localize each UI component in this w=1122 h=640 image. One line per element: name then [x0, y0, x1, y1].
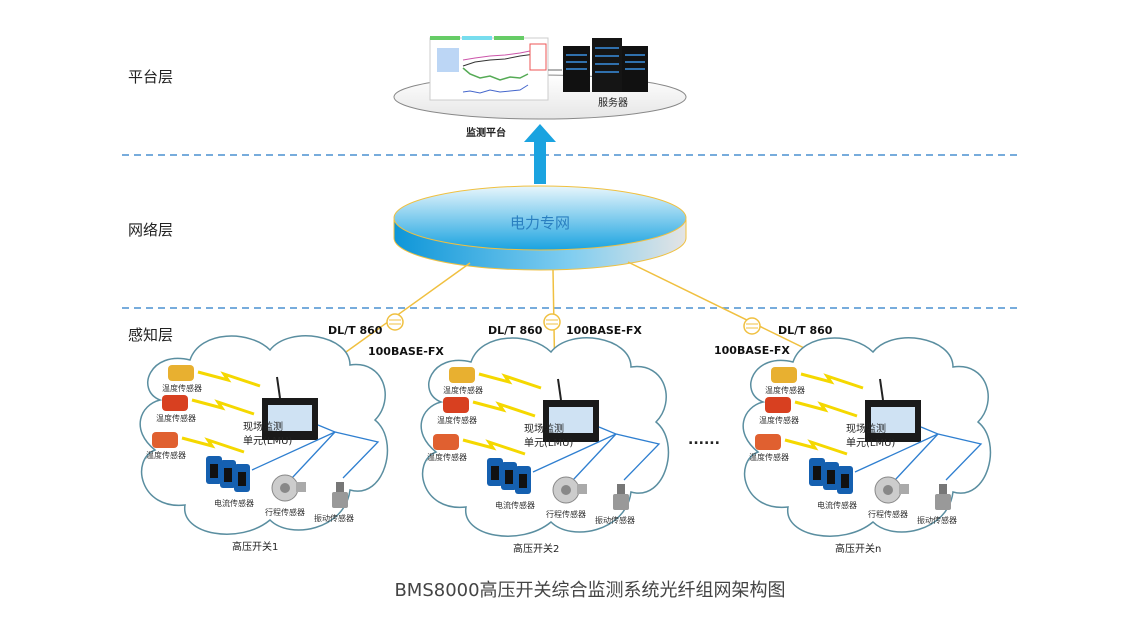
- uplink-arrow: [524, 124, 556, 184]
- diagram-caption: BMS8000高压开关综合监测系统光纤组网架构图: [394, 580, 785, 601]
- lmu-label: 单元(LMU): [243, 435, 292, 447]
- travel-sensor-label: 行程传感器: [265, 507, 305, 517]
- wire: [937, 433, 983, 481]
- wireless-signal-icon: [191, 398, 255, 416]
- lmu-monitor-icon: [865, 400, 921, 442]
- travel-sensor-icon: [552, 476, 587, 504]
- switch-name: 高压开关2: [513, 542, 559, 555]
- switch-cluster: 温度传感器温度传感器温度传感器现场监测单元(LMU)电流传感器行程传感器振动传感…: [742, 337, 992, 555]
- switch-cluster: 温度传感器温度传感器温度传感器现场监测单元(LMU)电流传感器行程传感器振动传感…: [420, 337, 670, 555]
- fiber-connector-icon: [743, 317, 761, 335]
- switch-name: 高压开关1: [232, 540, 278, 553]
- vibration-sensor-icon: [935, 484, 951, 510]
- antenna-icon: [557, 378, 562, 401]
- current-sensor-label: 电流传感器: [214, 498, 254, 508]
- temperature-sensor-icon: [765, 397, 791, 413]
- lmu-label: 现场监测: [524, 422, 564, 435]
- current-sensor-icon: [487, 458, 503, 486]
- lmu-label: 现场监测: [846, 422, 886, 435]
- lmu-label: 现场监测: [243, 420, 283, 433]
- wire: [615, 433, 661, 481]
- wireless-signal-icon: [800, 372, 864, 390]
- wireless-signal-icon: [794, 400, 858, 418]
- temperature-sensor-label: 温度传感器: [156, 413, 196, 423]
- current-sensor-icon: [837, 466, 853, 494]
- wireless-signal-icon: [197, 370, 261, 388]
- layer-label-network: 网络层: [128, 221, 173, 239]
- temperature-sensor-icon: [443, 397, 469, 413]
- lmu-label: 单元(LMU): [846, 437, 895, 449]
- temperature-sensor-label: 温度传感器: [427, 452, 467, 462]
- travel-sensor-icon: [271, 474, 306, 502]
- switch-cluster: 温度传感器温度传感器温度传感器现场监测单元(LMU)电流传感器行程传感器振动传感…: [139, 335, 389, 553]
- travel-sensor-label: 行程传感器: [868, 509, 908, 519]
- wire: [572, 433, 617, 481]
- antenna-icon: [276, 376, 281, 399]
- wireless-signal-icon: [784, 438, 848, 456]
- wire: [894, 433, 939, 481]
- fiber-connector-icon: [543, 313, 561, 331]
- current-sensor-label: 电流传感器: [495, 500, 535, 510]
- current-sensor-icon: [206, 456, 222, 484]
- wire: [334, 431, 380, 479]
- temperature-sensor-icon: [162, 395, 188, 411]
- protocol-label: 100BASE-FX: [368, 345, 444, 358]
- wireless-signal-icon: [478, 372, 542, 390]
- temperature-sensor-label: 温度传感器: [749, 452, 789, 462]
- protocol-label: DL/T 860: [328, 324, 383, 337]
- wire: [291, 431, 336, 479]
- monitoring-screenshot: [429, 36, 549, 101]
- monitor-platform-label: 监测平台: [466, 126, 506, 139]
- network-label: 电力专网: [510, 214, 570, 232]
- current-sensor-icon: [220, 460, 236, 488]
- layer-label-platform: 平台层: [128, 68, 173, 86]
- power-network-disk: [393, 185, 687, 271]
- temperature-sensor-icon: [168, 365, 194, 381]
- protocol-label: 100BASE-FX: [714, 344, 790, 357]
- server-label: 服务器: [598, 96, 628, 109]
- temperature-sensor-icon: [152, 432, 178, 448]
- wireless-signal-icon: [181, 436, 245, 454]
- lmu-monitor-icon: [262, 398, 318, 440]
- ellipsis: ......: [688, 432, 720, 448]
- layer-label-perception: 感知层: [128, 326, 173, 344]
- switch-name: 高压开关n: [835, 542, 881, 555]
- protocol-label: 100BASE-FX: [566, 324, 642, 337]
- server-icon: [563, 38, 648, 92]
- protocol-label: DL/T 860: [778, 324, 833, 337]
- lmu-monitor-icon: [543, 400, 599, 442]
- travel-sensor-label: 行程传感器: [546, 509, 586, 519]
- fiber-connector-icon: [386, 313, 404, 331]
- vibration-sensor-label: 振动传感器: [314, 513, 354, 523]
- current-sensor-label: 电流传感器: [817, 500, 857, 510]
- temperature-sensor-label: 温度传感器: [765, 385, 805, 395]
- current-sensor-icon: [823, 462, 839, 490]
- temperature-sensor-label: 温度传感器: [443, 385, 483, 395]
- protocol-label: DL/T 860: [488, 324, 543, 337]
- travel-sensor-icon: [874, 476, 909, 504]
- current-sensor-icon: [809, 458, 825, 486]
- temperature-sensor-icon: [433, 434, 459, 450]
- wireless-signal-icon: [472, 400, 536, 418]
- vibration-sensor-label: 振动传感器: [595, 515, 635, 525]
- lmu-label: 单元(LMU): [524, 437, 573, 449]
- vibration-sensor-icon: [332, 482, 348, 508]
- temperature-sensor-icon: [755, 434, 781, 450]
- temperature-sensor-label: 温度传感器: [162, 383, 202, 393]
- temperature-sensor-label: 温度传感器: [146, 450, 186, 460]
- vibration-sensor-icon: [613, 484, 629, 510]
- current-sensor-icon: [234, 464, 250, 492]
- wireless-signal-icon: [462, 438, 526, 456]
- antenna-icon: [879, 378, 884, 401]
- current-sensor-icon: [515, 466, 531, 494]
- temperature-sensor-label: 温度传感器: [437, 415, 477, 425]
- vibration-sensor-label: 振动传感器: [917, 515, 957, 525]
- temperature-sensor-icon: [449, 367, 475, 383]
- temperature-sensor-label: 温度传感器: [759, 415, 799, 425]
- current-sensor-icon: [501, 462, 517, 490]
- temperature-sensor-icon: [771, 367, 797, 383]
